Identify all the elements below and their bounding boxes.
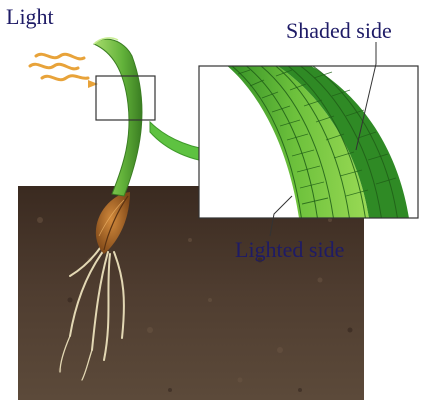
shaded-side-label: Shaded side [286,20,392,42]
light-label: Light [6,6,54,28]
shoot [94,38,142,196]
light-rays-icon [30,54,98,88]
lighted-side-label: Lighted side [235,239,344,261]
magnified-inset [199,60,418,225]
